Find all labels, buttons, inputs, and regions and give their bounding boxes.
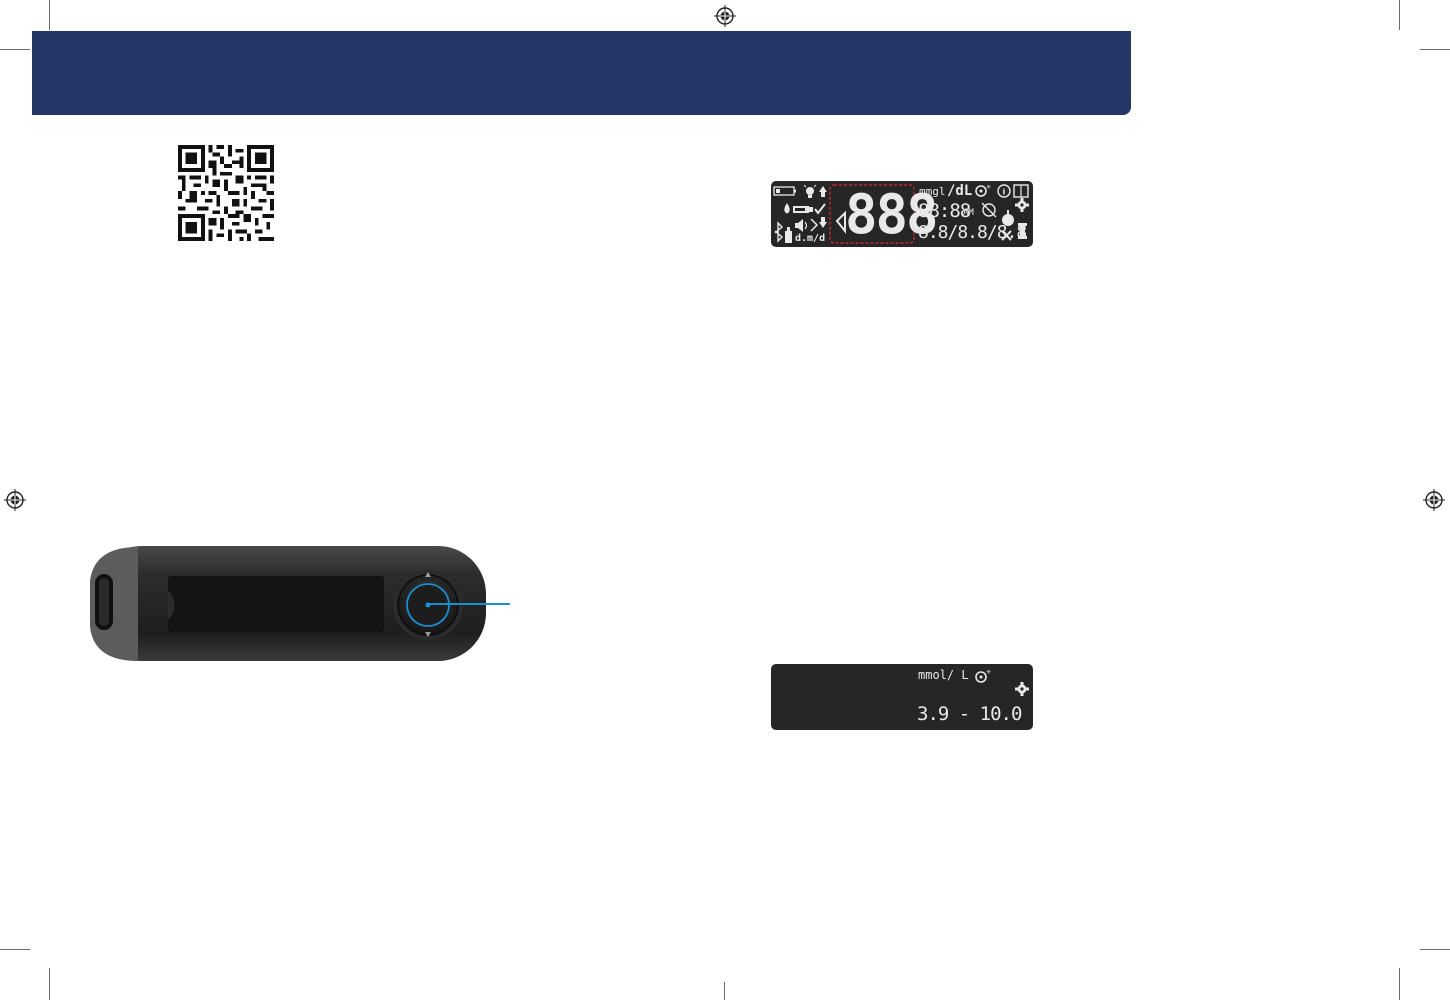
button-callout-line (428, 603, 510, 605)
speaker-icon (795, 219, 808, 232)
crop-mark (1420, 949, 1450, 950)
registration-mark-icon (1423, 489, 1445, 511)
crop-mark (49, 968, 50, 1000)
check-icon (814, 203, 826, 215)
arrow-down-icon (819, 222, 827, 228)
registration-mark-icon (714, 5, 736, 27)
target-icon: ✳ (975, 184, 991, 197)
chevron-right-icon (810, 218, 819, 232)
main-reading-digits: 888 (845, 183, 939, 246)
blood-drop-icon (784, 203, 790, 214)
registration-mark-icon (4, 489, 26, 511)
test-strip-icon (793, 206, 813, 213)
info-icon: i (997, 184, 1011, 198)
bottle-icon (785, 227, 792, 243)
crop-mark (1399, 968, 1400, 1000)
no-meal-icon (981, 202, 997, 218)
lcd-display-full: ✳ i 888 mm (771, 181, 1033, 247)
crop-mark (0, 949, 30, 950)
logbook-icon (1013, 184, 1029, 198)
segment-indicator (835, 210, 846, 234)
crop-mark (1420, 49, 1450, 50)
unit-mmol-label: mmol/ L (918, 668, 969, 682)
crop-mark (724, 982, 725, 1000)
target-icon: ✳ (975, 669, 991, 683)
lcd-display-target-range: ✳ mmol/ L 3.9 - 10.0 (771, 664, 1033, 730)
cross-icon (1001, 230, 1012, 241)
date-format-label: d.m/d (795, 233, 826, 244)
am-label: AM (963, 208, 974, 218)
lcd-icons: ✳ i (773, 184, 1029, 244)
gear-icon (1015, 682, 1029, 696)
crop-mark (0, 49, 30, 50)
glucose-meter-image (90, 546, 486, 661)
header-bar (32, 31, 1131, 115)
crop-mark (1399, 0, 1400, 30)
svg-text:✳: ✳ (986, 184, 991, 191)
qr-code-icon (178, 145, 274, 241)
svg-text:✳: ✳ (986, 669, 991, 676)
meal-apple-icon (1002, 210, 1014, 226)
gear-icon (1015, 198, 1029, 212)
arrow-up-icon (819, 186, 827, 192)
lcd-range-icons: ✳ (975, 669, 1029, 696)
crop-mark (49, 0, 50, 30)
svg-text:i: i (1003, 188, 1006, 197)
unit-dl-label: /dL (947, 183, 973, 199)
main-reading-highlight (829, 184, 915, 244)
date-label: 8.8/8.8/8.8 (918, 222, 1027, 243)
light-bulb-icon (803, 184, 817, 198)
after-meal-icon (1018, 223, 1027, 239)
battery-icon (773, 186, 796, 196)
target-range-value: 3.9 - 10.0 (917, 703, 1022, 725)
unit-mg-label: mmgl (919, 185, 946, 198)
bluetooth-icon (774, 221, 784, 243)
time-label: 88:88 (918, 200, 971, 222)
